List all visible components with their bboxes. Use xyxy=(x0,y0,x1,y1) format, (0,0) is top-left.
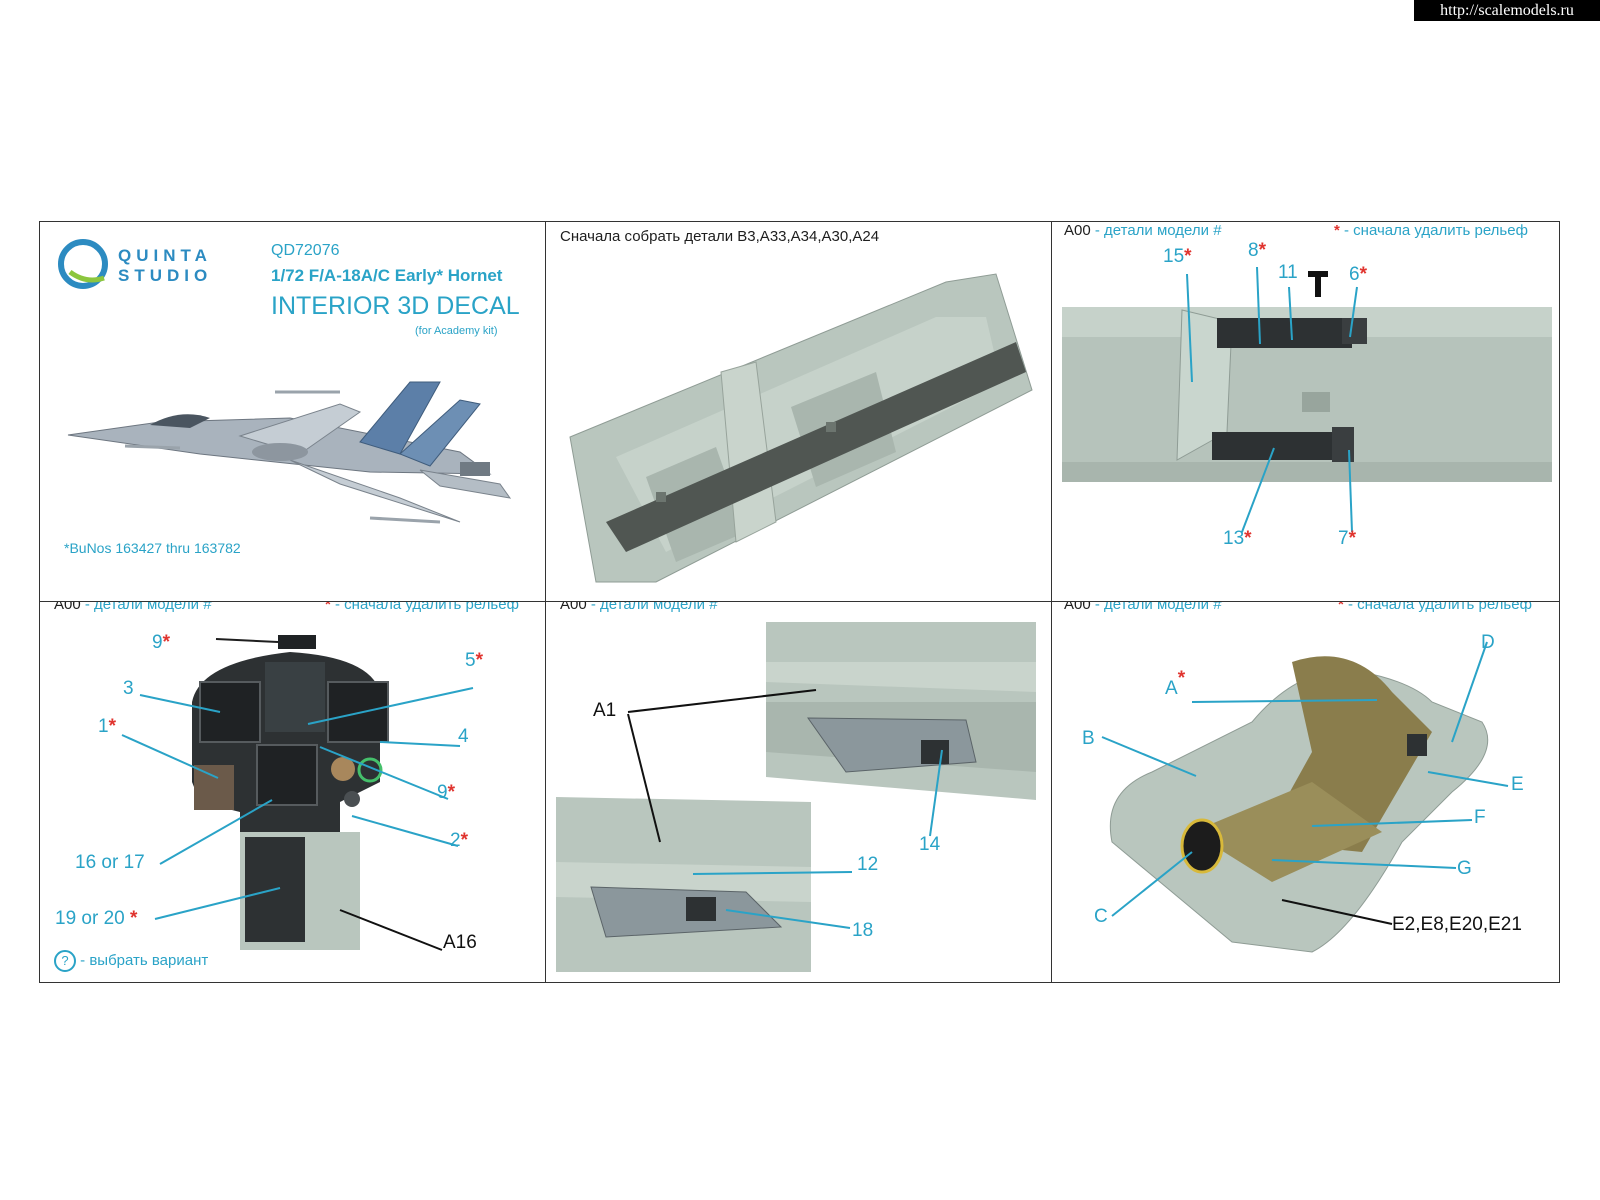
callout-14: 14 xyxy=(919,834,941,855)
watermark: http://scalemodels.ru xyxy=(1414,0,1600,21)
callout-e: E xyxy=(1511,774,1524,795)
panel-ejection-seat: A00 - детали модели # * - сначала удалит… xyxy=(1052,602,1559,982)
question-circle-icon: ? xyxy=(54,950,76,972)
callout-6: 6* xyxy=(1349,264,1367,285)
legend-parts: A00 - детали модели # xyxy=(560,602,718,613)
callout-a16: A16 xyxy=(443,932,477,953)
instrument-panel-illustration xyxy=(121,635,474,951)
legend-relief: * - сначала удалить рельеф xyxy=(1338,602,1532,613)
callout-1: 1* xyxy=(98,716,116,737)
panel-tub-assembly: Сначала собрать детали B3,A33,A34,A30,A2… xyxy=(546,222,1052,602)
sidewall-illustration xyxy=(556,622,1036,972)
callout-4: 4 xyxy=(458,726,469,747)
brand-name: QUINTA STUDIO xyxy=(118,246,213,285)
legend-relief: * - сначала удалить рельеф xyxy=(1334,222,1528,239)
callout-19-or-20: 19 or 20 * xyxy=(55,908,138,929)
quinta-logo-icon xyxy=(58,239,108,289)
callout-f: F xyxy=(1474,807,1486,828)
bunos-footnote: *BuNos 163427 thru 163782 xyxy=(64,540,241,556)
panel-sidewalls: A00 - детали модели # A1 14 12 18 xyxy=(546,602,1052,982)
kit-note: (for Academy kit) xyxy=(415,325,498,337)
callout-15: 15* xyxy=(1163,246,1192,267)
legend-parts: A00 - детали модели # xyxy=(1064,602,1222,613)
cockpit-tub-illustration xyxy=(569,273,1033,583)
callout-b: B xyxy=(1082,728,1095,749)
aircraft-illustration xyxy=(67,381,512,524)
product-title: 1/72 F/A-18A/C Early* Hornet xyxy=(271,266,503,285)
ejection-seat-illustration xyxy=(1101,641,1509,953)
callout-a: A* xyxy=(1165,668,1186,699)
callout-13: 13* xyxy=(1223,528,1252,549)
callout-12: 12 xyxy=(857,854,879,875)
callout-3: 3 xyxy=(123,678,134,699)
assembly-instruction: Сначала собрать детали B3,A33,A34,A30,A2… xyxy=(560,228,880,245)
callout-5: 5* xyxy=(465,650,483,671)
callout-8: 8* xyxy=(1248,240,1266,261)
callout-c: C xyxy=(1094,906,1108,927)
legend-parts: A00 - детали модели # xyxy=(54,602,212,613)
legend-relief: * - сначала удалить рельеф xyxy=(325,602,519,613)
product-code: QD72076 xyxy=(271,242,340,259)
instruction-sheet: QUINTA STUDIO QD72076 1/72 F/A-18A/C Ear… xyxy=(39,221,1560,983)
callout-9-middle: 9* xyxy=(437,782,455,803)
panel-product: QUINTA STUDIO QD72076 1/72 F/A-18A/C Ear… xyxy=(40,222,546,602)
callout-9-top: 9* xyxy=(152,632,170,653)
callout-a1: A1 xyxy=(593,700,617,721)
callout-g: G xyxy=(1457,858,1472,879)
side-console-illustration xyxy=(1062,266,1552,533)
legend-choose-variant: ? - выбрать вариант xyxy=(54,950,208,972)
callout-11: 11 xyxy=(1278,262,1298,283)
product-headline: INTERIOR 3D DECAL xyxy=(271,292,520,320)
callout-16-or-17: 16 or 17 xyxy=(75,852,145,873)
legend-parts: A00 - детали модели # xyxy=(1064,222,1222,239)
callout-e2-e8-e20-e21: E2,E8,E20,E21 xyxy=(1392,914,1522,935)
callout-7: 7* xyxy=(1338,528,1356,549)
panel-side-consoles: A00 - детали модели # * - сначала удалит… xyxy=(1052,222,1559,602)
callout-18: 18 xyxy=(852,920,874,941)
panel-instrument-panel: A00 - детали модели # * - сначала удалит… xyxy=(40,602,546,982)
callout-d: D xyxy=(1481,632,1495,653)
callout-2: 2* xyxy=(450,830,468,851)
